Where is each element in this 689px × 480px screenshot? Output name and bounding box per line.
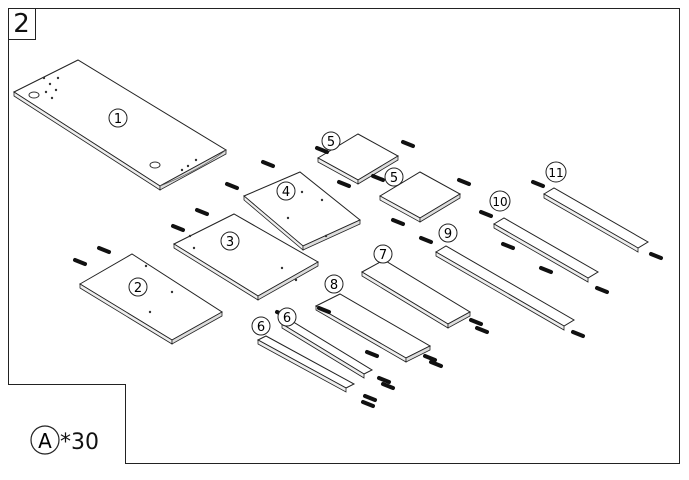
panel-9 (419, 236, 585, 338)
svg-text:5: 5 (390, 171, 398, 186)
callout-5a: 5 (321, 131, 341, 151)
callout-10: 10 (489, 190, 511, 212)
callout-7: 7 (373, 244, 393, 264)
panel-6a (256, 335, 377, 408)
callout-1: 1 (108, 108, 128, 128)
callout-2: 2 (128, 277, 148, 297)
svg-text:1: 1 (114, 112, 122, 127)
svg-text:8: 8 (330, 278, 338, 293)
callout-5b: 5 (384, 167, 404, 187)
panel-10 (479, 210, 609, 294)
panel-4 (225, 160, 361, 251)
callout-9: 9 (438, 223, 458, 243)
step-number: 2 (8, 8, 36, 40)
svg-text:7: 7 (379, 248, 387, 263)
callout-8: 8 (324, 274, 344, 294)
panel-11 (531, 180, 663, 260)
panel-5b (371, 171, 471, 226)
svg-text:4: 4 (282, 185, 290, 200)
callout-11: 11 (545, 161, 567, 183)
svg-text:9: 9 (444, 227, 452, 242)
svg-text:3: 3 (226, 235, 234, 250)
panel-7 (360, 259, 489, 334)
hardware-quantity: *30 (60, 430, 99, 455)
callout-3: 3 (220, 231, 240, 251)
diagram-frame (8, 8, 680, 464)
panel-5a (315, 133, 415, 188)
svg-text:11: 11 (548, 166, 563, 180)
panel-3 (171, 208, 320, 301)
svg-text:6: 6 (257, 320, 265, 335)
callout-4: 4 (276, 181, 296, 201)
panel-6b (275, 310, 395, 390)
panel-2 (73, 246, 223, 345)
callout-6a: 6 (251, 316, 271, 336)
callout-6b: 6 (277, 307, 297, 327)
svg-text:6: 6 (283, 311, 291, 326)
hardware-legend (8, 384, 126, 464)
panel-8 (314, 293, 443, 368)
svg-text:2: 2 (134, 281, 142, 296)
svg-text:10: 10 (492, 195, 507, 209)
svg-text:5: 5 (327, 135, 335, 150)
